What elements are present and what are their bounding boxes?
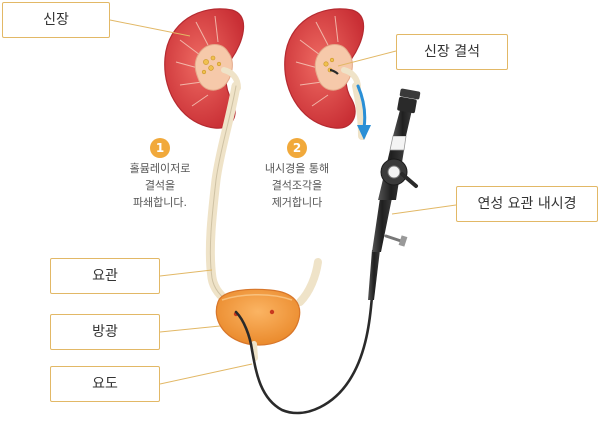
step-2-badge: 2 <box>287 138 307 158</box>
step-1-text: 홀뮴레이저로 결석을 파쇄합니다. <box>129 162 191 209</box>
label-ureter: 요관 <box>50 258 160 294</box>
down-arrow-icon <box>356 84 371 140</box>
scope-cable <box>329 68 339 75</box>
label-flexible-ureteroscope: 연성 요관 내시경 <box>456 186 598 222</box>
label-bladder: 방광 <box>50 314 160 350</box>
kidney-right <box>284 8 365 129</box>
step-1-badge: 1 <box>150 138 170 158</box>
kidney-left <box>164 8 245 129</box>
label-kidney: 신장 <box>2 2 110 38</box>
step-2-text: 내시경을 통해 결석조각을 제거합니다 <box>264 162 330 209</box>
scope-body <box>368 88 421 300</box>
bladder-shape <box>215 288 301 361</box>
label-kidney-stone: 신장 결석 <box>396 34 508 70</box>
leader-lines <box>109 19 457 385</box>
label-urethra: 요도 <box>50 366 160 402</box>
